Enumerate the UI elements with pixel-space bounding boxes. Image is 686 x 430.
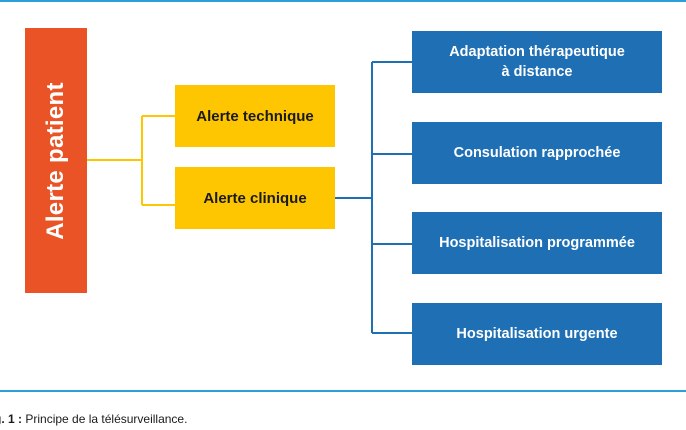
node-hospitalisation-programmee: Hospitalisation programmée [412, 212, 662, 274]
figure-caption-label: g. 1 : [0, 412, 23, 426]
node-adaptation-therapeutique: Adaptation thérapeutique à distance [412, 31, 662, 93]
figure-caption: g. 1 : Principe de la télésurveillance. [0, 412, 187, 426]
top-rule [0, 0, 686, 2]
node-alerte-technique: Alerte technique [175, 85, 335, 147]
alert-diagram: Alerte patient Alerte technique Alerte c… [25, 28, 662, 365]
node-alerte-clinique: Alerte clinique [175, 167, 335, 229]
connector-lines [87, 61, 412, 334]
figure-caption-text: Principe de la télésurveillance. [22, 412, 188, 426]
node-alerte-patient: Alerte patient [25, 28, 87, 293]
node-consultation-rapprochee: Consulation rapprochée [412, 122, 662, 184]
node-hospitalisation-urgente: Hospitalisation urgente [412, 303, 662, 365]
node-alerte-patient-label: Alerte patient [42, 81, 70, 240]
bottom-rule [0, 390, 686, 392]
